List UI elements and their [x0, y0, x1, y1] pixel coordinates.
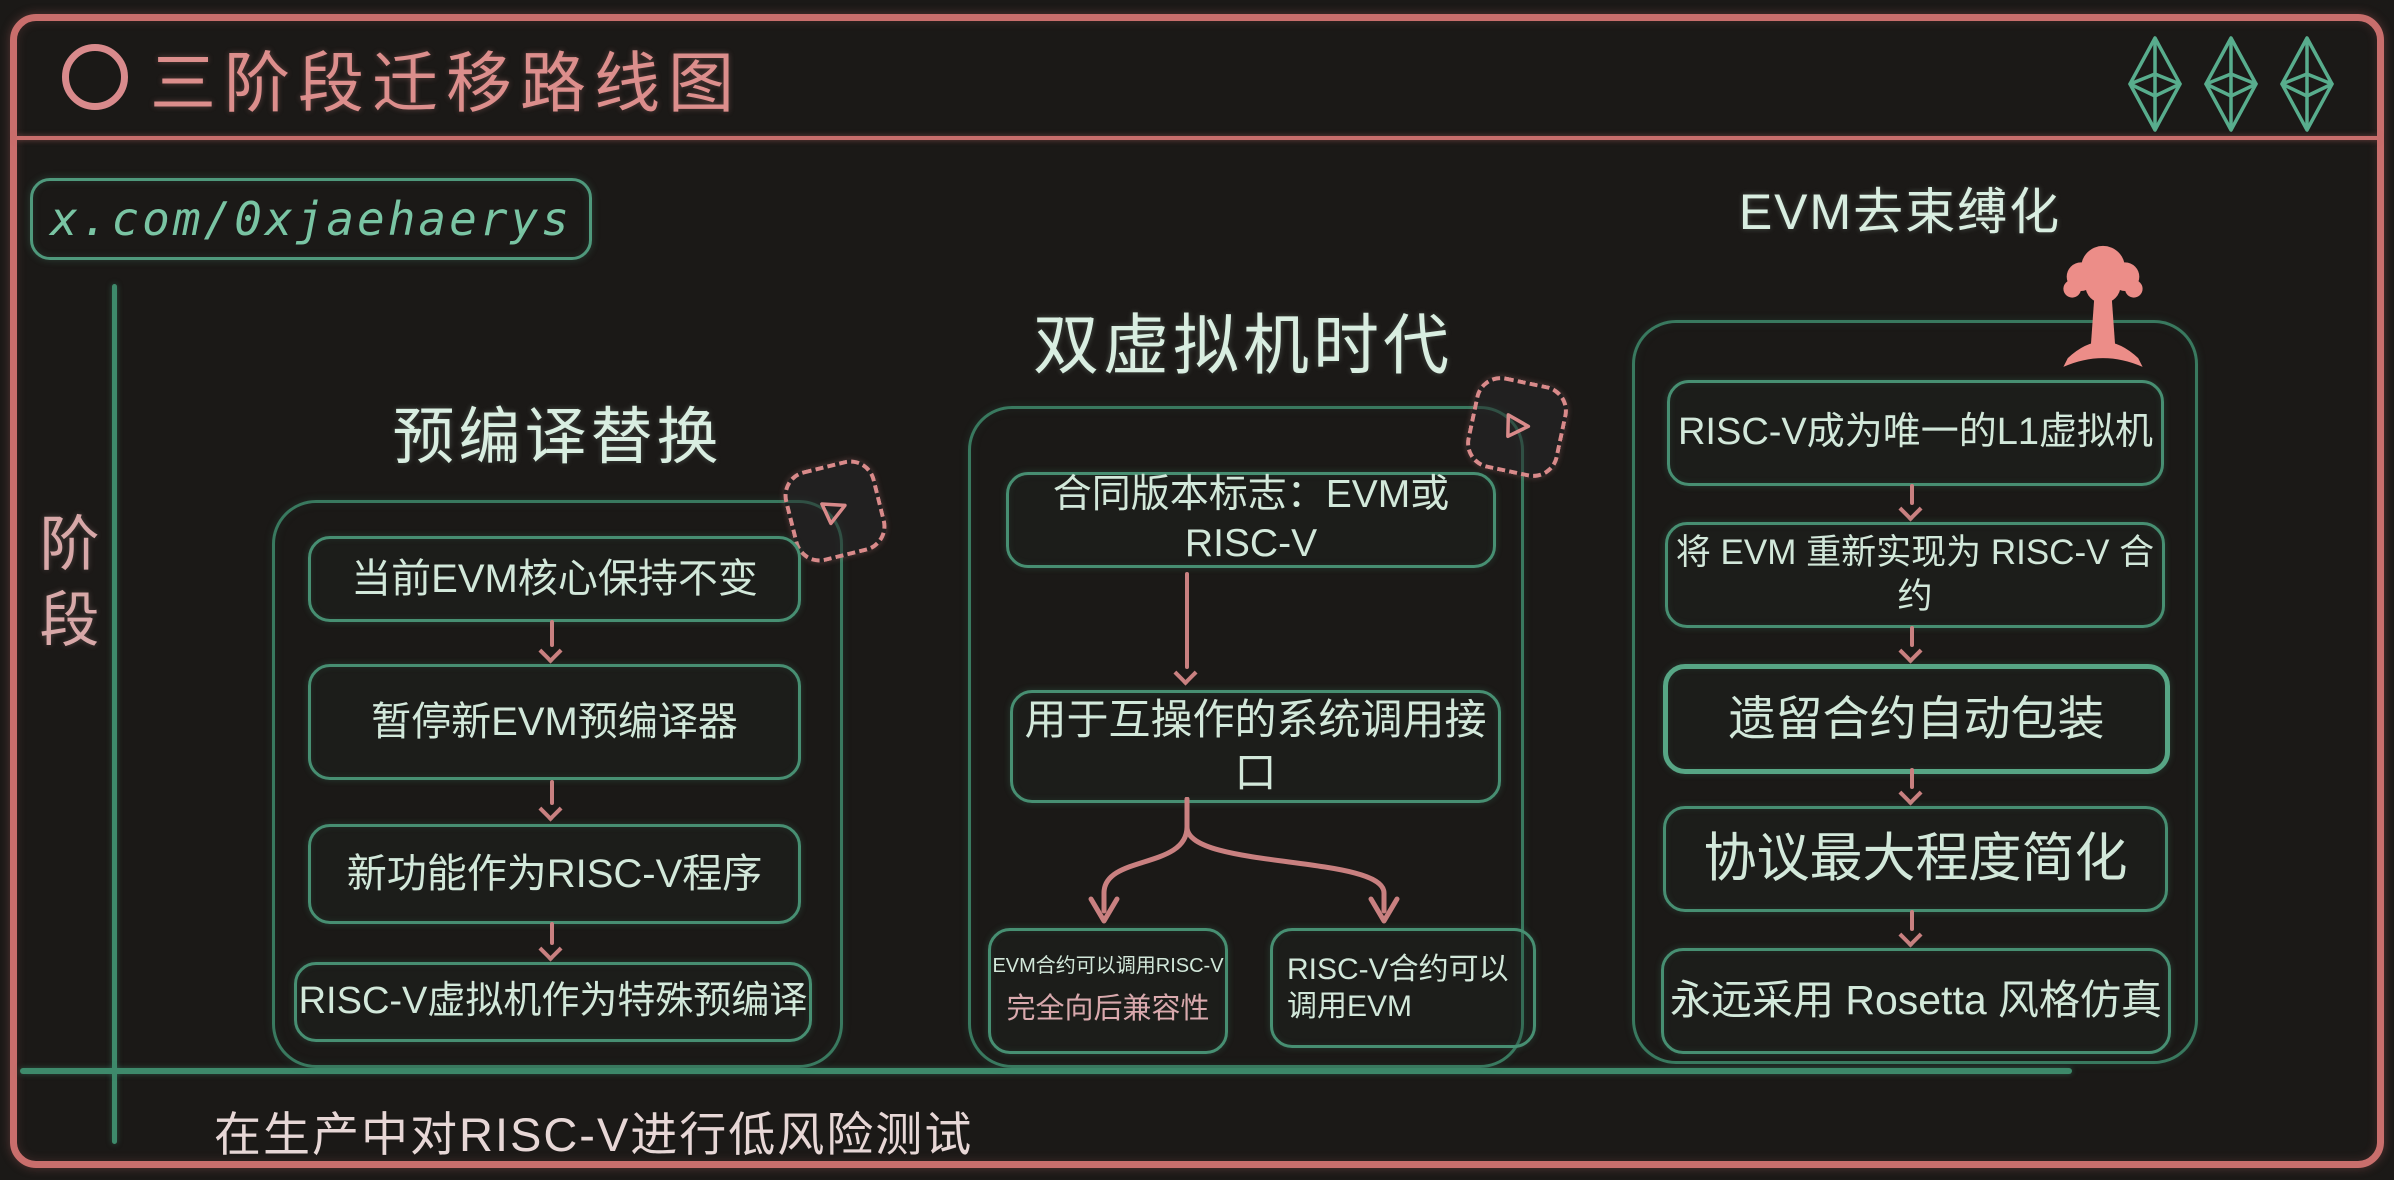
phase2-heading: 双虚拟机时代: [1033, 308, 1453, 382]
phase2-branch-right-title: RISC-V合约可以调用EVM: [1287, 952, 1509, 1024]
phase2-step2-label: 用于互操作的系统调用接口: [1024, 696, 1487, 796]
phase2-step1-box: 合同版本标志：EVM或RISC-V: [1006, 472, 1496, 568]
phase2-step2-box: 用于互操作的系统调用接口: [1010, 690, 1501, 803]
phase2-step1-label: 合同版本标志：EVM或RISC-V: [1052, 473, 1450, 565]
phase3-step4-label: 协议最大程度简化: [1703, 828, 2128, 888]
phase1-step2-box: 暂停新EVM预编译器: [308, 664, 801, 780]
ethereum-diamond-icon: [2204, 36, 2258, 132]
axis-x-caption: 在生产中对RISC-V进行低风险测试: [214, 1108, 974, 1161]
axis-horizontal-line: [20, 1068, 2072, 1074]
phase2-branch-left-title: EVM合约可以调用RISC-V: [992, 955, 1224, 978]
phase1-group-box: [272, 500, 843, 1068]
phase1-step4-label: RISC-V虚拟机作为特殊预编译: [298, 980, 808, 1023]
header-divider: [16, 136, 2378, 140]
mushroom-cloud-icon: [2063, 245, 2143, 367]
phase1-step1-box: 当前EVM核心保持不变: [308, 536, 801, 622]
phase3-group-box: [1632, 320, 2198, 1064]
phase3-heading: EVM去束缚化: [1738, 184, 2062, 240]
phase2-branch-left-box: EVM合约可以调用RISC-V 完全向后兼容性: [988, 928, 1228, 1054]
phase3-step3-label: 遗留合约自动包装: [1728, 691, 2105, 745]
author-handle-box[interactable]: x.com/0xjaehaerys: [30, 178, 592, 260]
phase1-step2-label: 暂停新EVM预编译器: [371, 700, 738, 744]
ethereum-diamond-icon: [2280, 36, 2334, 132]
phase2-branch-right-box: RISC-V合约可以调用EVM: [1270, 928, 1536, 1048]
dice-icon: [778, 454, 892, 568]
circle-bullet-icon: [62, 44, 128, 110]
axis-y-label: 阶段: [31, 512, 98, 664]
axis-vertical-line: [112, 284, 117, 1144]
phase1-heading: 预编译替换: [392, 403, 723, 472]
outer-frame: [10, 14, 2384, 1168]
phase3-step5-box: 永远采用 Rosetta 风格仿真: [1661, 948, 2171, 1054]
phase1-step3-label: 新功能作为RISC-V程序: [346, 852, 763, 896]
page-title: 三阶段迁移路线图: [150, 46, 742, 120]
phase1-step1-label: 当前EVM核心保持不变: [351, 557, 758, 601]
phase3-step2-box: 将 EVM 重新实现为 RISC-V 合约: [1665, 522, 2165, 628]
phase2-group-box: [968, 406, 1524, 1068]
phase3-step3-box: 遗留合约自动包装: [1663, 664, 2170, 774]
phase3-step1-label: RISC-V成为唯一的L1虚拟机: [1677, 411, 2154, 454]
phase1-step3-box: 新功能作为RISC-V程序: [308, 824, 801, 924]
phase3-step1-box: RISC-V成为唯一的L1虚拟机: [1667, 380, 2164, 486]
author-handle-text: x.com/0xjaehaerys: [50, 192, 572, 246]
phase1-step4-box: RISC-V虚拟机作为特殊预编译: [294, 962, 812, 1042]
phase2-branch-left-subtitle: 完全向后兼容性: [1006, 993, 1210, 1026]
phase3-step2-label: 将 EVM 重新实现为 RISC-V 合约: [1675, 533, 2155, 616]
ethereum-logo-group: [2124, 34, 2338, 134]
phase3-step4-box: 协议最大程度简化: [1663, 806, 2168, 912]
branch-split-arrows: [1088, 797, 1400, 924]
ethereum-diamond-icon: [2128, 36, 2182, 132]
phase3-step5-label: 永远采用 Rosetta 风格仿真: [1669, 977, 2163, 1024]
dice-icon: [1461, 371, 1573, 483]
